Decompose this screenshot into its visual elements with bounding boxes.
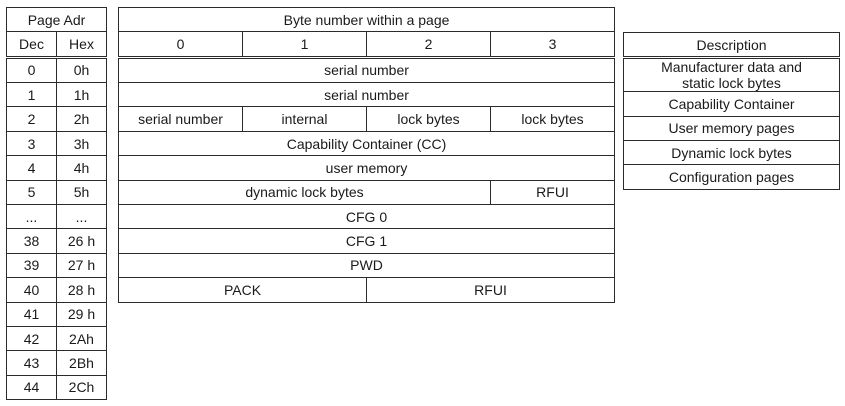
hex-cell: 0h bbox=[55, 57, 108, 84]
description-table: Description Manufacturer data and static… bbox=[623, 31, 840, 190]
description-header: Description bbox=[623, 31, 840, 58]
cfg1-cell: CFG 1 bbox=[117, 228, 616, 254]
dec-cell: 3 bbox=[6, 130, 57, 157]
configuration-description: Configuration pages bbox=[623, 164, 840, 190]
dec-cell: 4 bbox=[6, 155, 57, 181]
dec-cell: 0 bbox=[6, 57, 57, 84]
hex-cell: 1h bbox=[55, 82, 108, 108]
byte-number-header: Byte number within a page bbox=[117, 6, 616, 33]
hex-cell: 29 h bbox=[55, 301, 108, 327]
lock-bytes-cell: lock bytes bbox=[489, 106, 616, 132]
dec-cell: 40 bbox=[6, 277, 57, 303]
hex-cell: 26 h bbox=[55, 228, 108, 254]
byte-layout-table: Byte number within a page 0 1 2 3 serial… bbox=[117, 6, 616, 303]
capability-container-cell: Capability Container (CC) bbox=[117, 130, 616, 157]
serial-number-cell: serial number bbox=[117, 82, 616, 108]
hex-column-header: Hex bbox=[55, 31, 108, 57]
capability-description: Capability Container bbox=[623, 91, 840, 117]
byte-1-header: 1 bbox=[242, 31, 367, 57]
manufacturer-description: Manufacturer data and static lock bytes bbox=[623, 58, 840, 93]
pwd-cell: PWD bbox=[117, 252, 616, 279]
rfui-cell: RFUI bbox=[489, 179, 616, 206]
hex-cell: 2Ah bbox=[55, 325, 108, 352]
dec-cell: 41 bbox=[6, 301, 57, 327]
hex-cell: 2h bbox=[55, 106, 108, 132]
dynamic-lock-description: Dynamic lock bytes bbox=[623, 140, 840, 166]
cfg0-cell: CFG 0 bbox=[117, 204, 616, 230]
hex-cell: 2Bh bbox=[55, 350, 108, 376]
dec-cell: 44 bbox=[6, 374, 57, 401]
dec-cell: ... bbox=[6, 204, 57, 230]
byte-2-header: 2 bbox=[366, 31, 491, 57]
lock-bytes-cell: lock bytes bbox=[366, 106, 491, 132]
dec-cell: 2 bbox=[6, 106, 57, 132]
serial-number-cell: serial number bbox=[118, 106, 243, 132]
hex-cell: 27 h bbox=[55, 252, 108, 279]
dec-cell: 1 bbox=[6, 82, 57, 108]
dec-cell: 5 bbox=[6, 179, 57, 206]
dynamic-lock-bytes-cell: dynamic lock bytes bbox=[118, 179, 491, 206]
dec-column-header: Dec bbox=[6, 31, 57, 57]
dec-cell: 43 bbox=[6, 350, 57, 376]
pack-cell: PACK bbox=[118, 277, 367, 303]
user-memory-cell: user memory bbox=[117, 155, 616, 181]
user-memory-description: User memory pages bbox=[623, 115, 840, 142]
hex-cell: 5h bbox=[55, 179, 108, 206]
byte-0-header: 0 bbox=[118, 31, 243, 57]
hex-cell: 28 h bbox=[55, 277, 108, 303]
hex-cell: 3h bbox=[55, 130, 108, 157]
rfui-cell: RFUI bbox=[365, 277, 616, 303]
internal-cell: internal bbox=[242, 106, 367, 132]
hex-cell: ... bbox=[55, 204, 108, 230]
dec-cell: 42 bbox=[6, 325, 57, 352]
hex-cell: 4h bbox=[55, 155, 108, 181]
hex-cell: 2Ch bbox=[55, 374, 108, 401]
dec-cell: 39 bbox=[6, 252, 57, 279]
serial-number-cell: serial number bbox=[117, 57, 616, 84]
dec-cell: 38 bbox=[6, 228, 57, 254]
page-adr-header: Page Adr bbox=[5, 6, 108, 33]
byte-3-header: 3 bbox=[489, 31, 616, 57]
